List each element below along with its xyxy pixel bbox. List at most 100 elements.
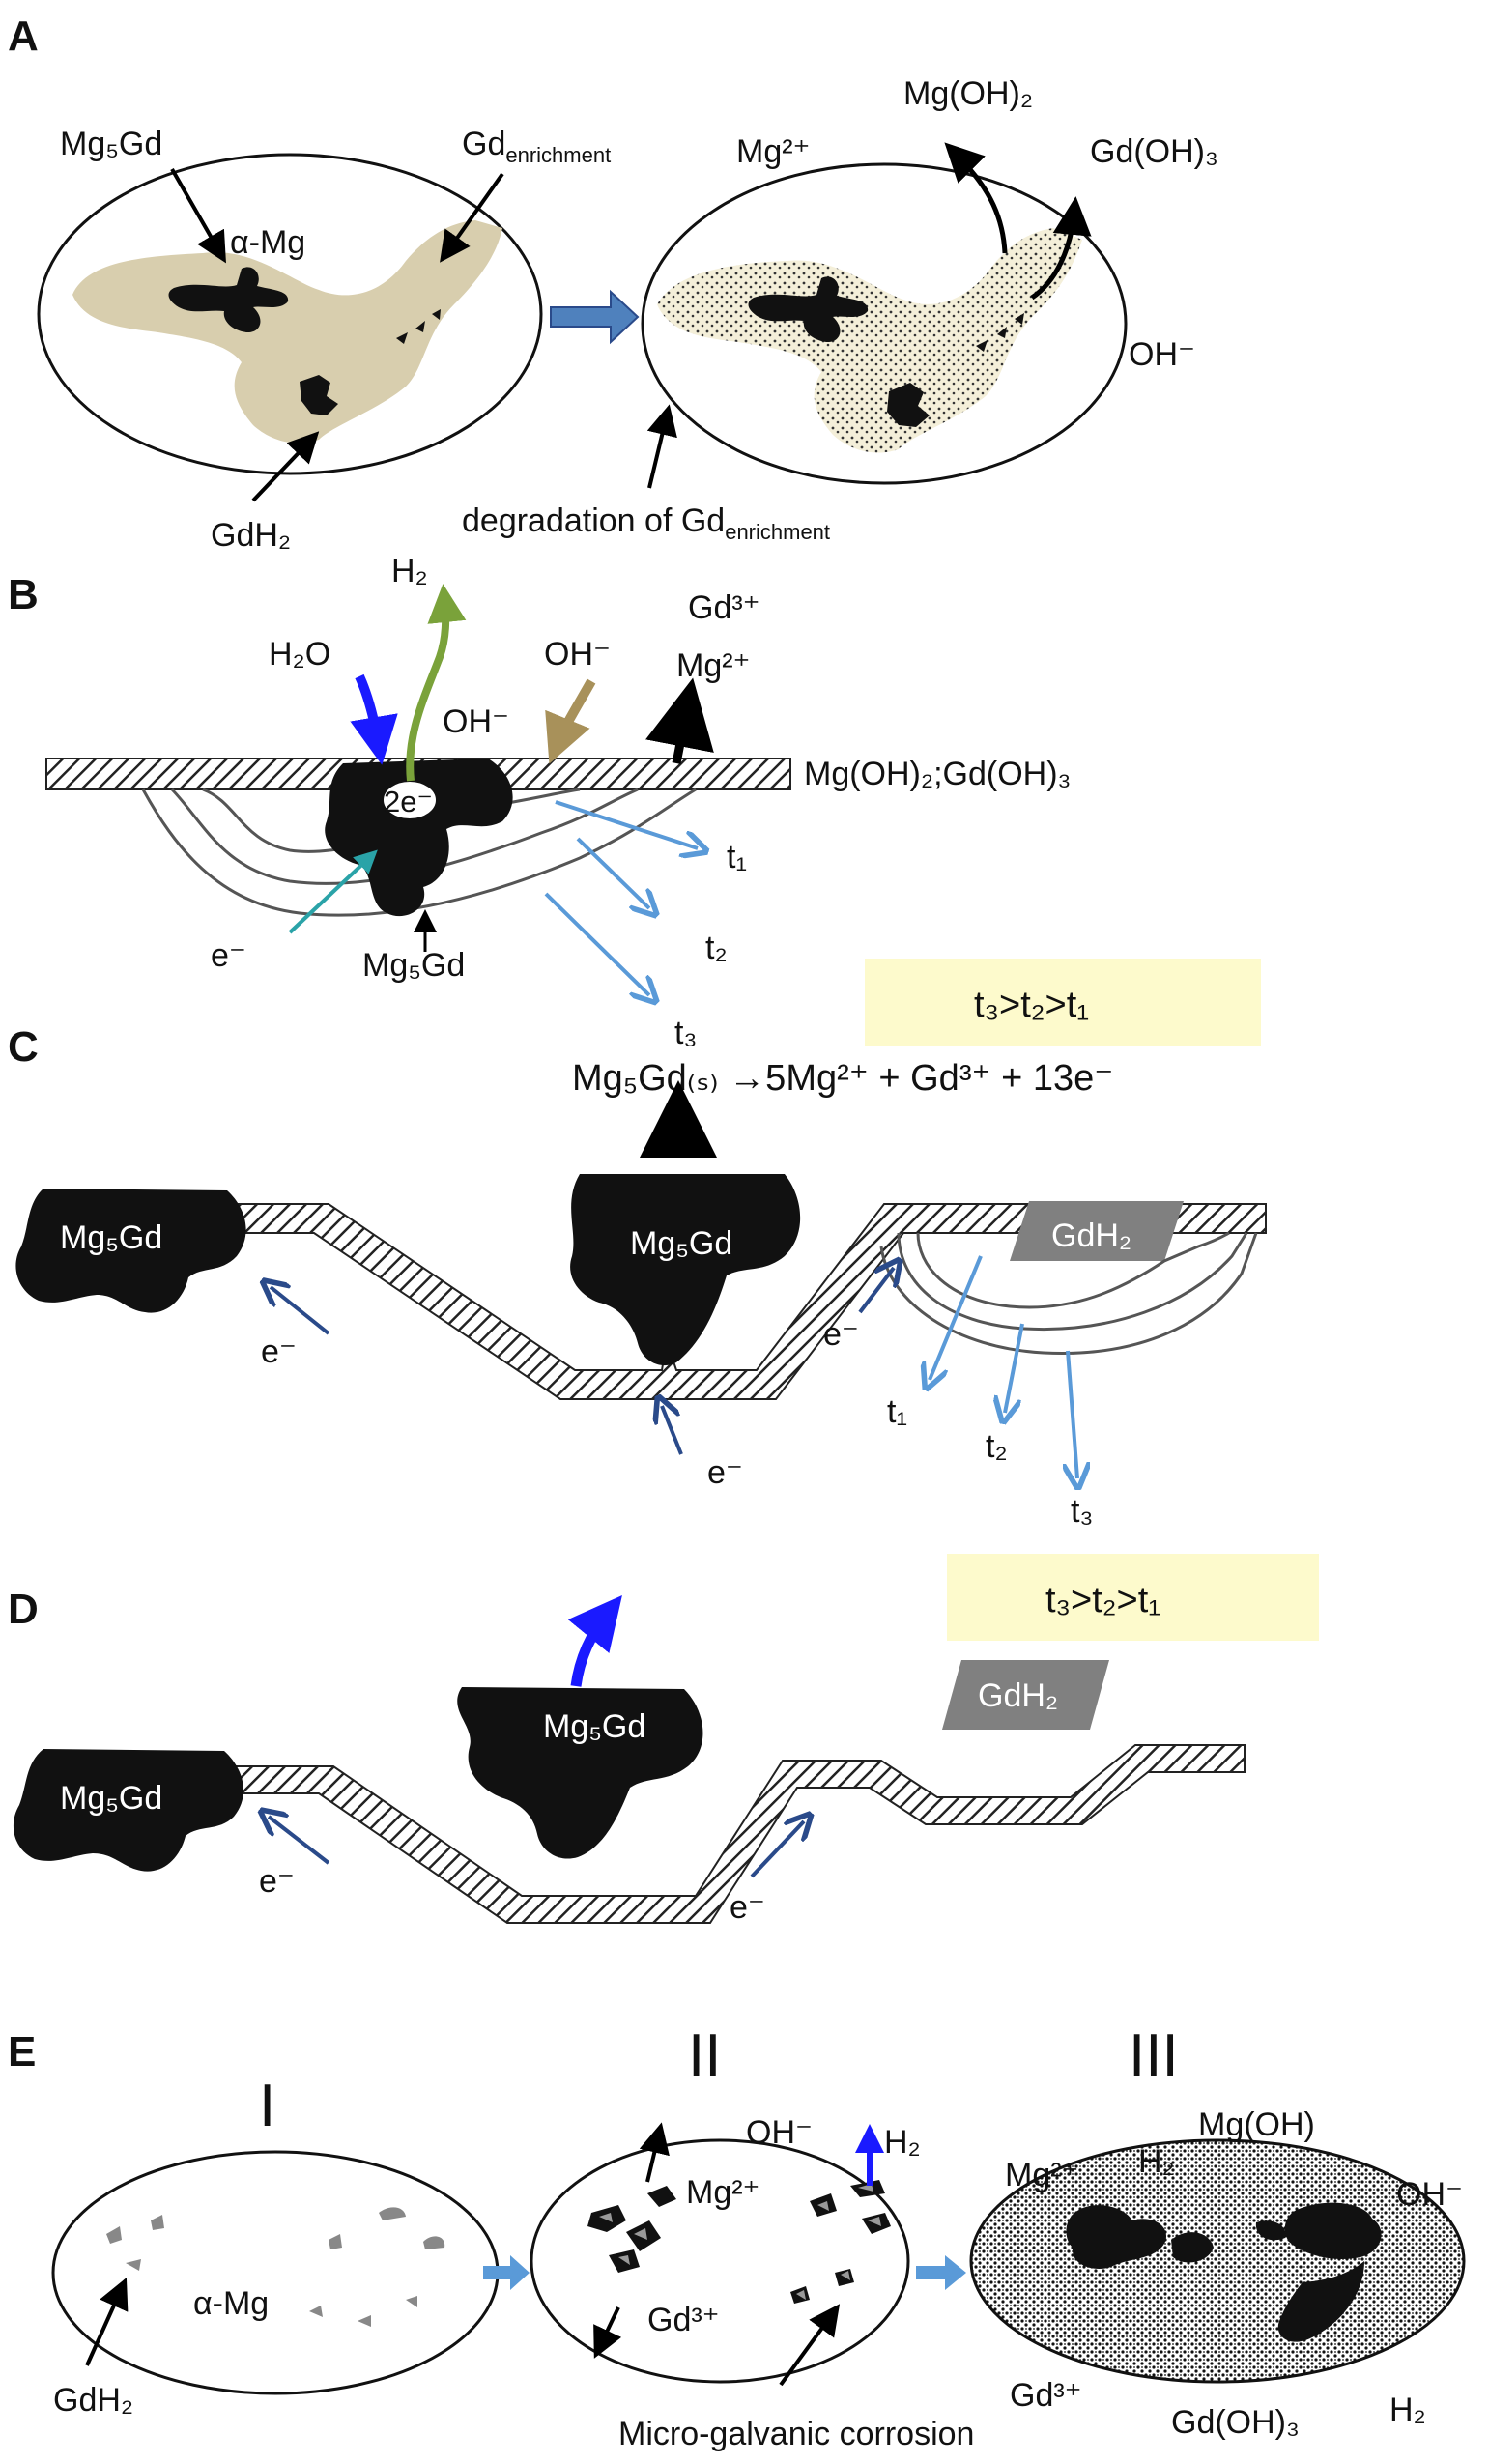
- arrow-e2-oh: [639, 2122, 670, 2183]
- label-e3-h2-bottom: H₂: [1389, 2392, 1426, 2428]
- arrow-c-electron-right: [858, 1268, 894, 1314]
- arrow-d-detach: [567, 1594, 622, 1687]
- label-e-gdh2: GdH₂: [53, 2382, 133, 2419]
- mg5gd-particle-d-center: [457, 1687, 703, 1859]
- gdh2-e1-d: [329, 2234, 342, 2249]
- arrow-e-1-to-2: [483, 2255, 530, 2290]
- gdh2-e1-a: [106, 2226, 122, 2244]
- mg5gd-particle-c-left: [15, 1189, 246, 1313]
- label-e2-mg2plus: Mg²⁺: [686, 2174, 760, 2211]
- order-box-c: [947, 1554, 1319, 1641]
- arrow-c-t2: [1005, 1323, 1024, 1413]
- panel-b: B 2e⁻ H₂ H₂O OH⁻ OH⁻ Gd³⁺ Mg²⁺ Mg(OH)₂;G…: [8, 553, 1261, 1051]
- label-a-gdoh3: Gd(OH)₃: [1090, 133, 1218, 170]
- gdh2-cores-e2: [599, 2184, 881, 2300]
- arrow-a-mgoh2: [944, 142, 1008, 254]
- label-c-mg5gd-left: Mg₅Gd: [60, 1219, 162, 1256]
- corrosion-front-c3: [879, 1232, 1258, 1355]
- gdh2-e1-c: [126, 2259, 141, 2271]
- degraded-region-right: [657, 228, 1082, 453]
- label-a-oh: OH⁻: [1129, 336, 1195, 373]
- gdh2-e1-f: [423, 2236, 445, 2249]
- gdh2-e1-b: [151, 2215, 164, 2230]
- panel-label-e: E: [8, 2028, 36, 2076]
- arrow-e-gdh2: [85, 2278, 129, 2366]
- gdh2-particle-c: [1010, 1201, 1184, 1261]
- label-d-e-left: e⁻: [259, 1863, 295, 1900]
- corrosion-front-c2: [897, 1232, 1248, 1332]
- label-b-t2: t₂: [705, 930, 728, 966]
- arrow-b-t3: [544, 892, 649, 995]
- arrow-c-electron-left: [271, 1287, 330, 1335]
- arrow-c-electron-center: [662, 1406, 683, 1455]
- label-c-t3: t₃: [1071, 1493, 1093, 1530]
- label-c-e-center: e⁻: [707, 1454, 743, 1491]
- label-e3-h2-top: H₂: [1138, 2143, 1175, 2180]
- grain-ellipse-e3: [969, 2138, 1466, 2384]
- label-b-oh-top: OH⁻: [544, 636, 611, 673]
- arrow-b-h2: [406, 584, 467, 782]
- oxide-film-d: [221, 1744, 1246, 1924]
- label-b-mg5gd: Mg₅Gd: [362, 947, 465, 984]
- label-b-film: Mg(OH)₂;Gd(OH)₃: [804, 756, 1071, 792]
- label-c-gdh2: GdH₂: [1051, 1218, 1131, 1254]
- label-e3-gdoh3: Gd(OH)₃: [1171, 2404, 1300, 2441]
- label-e2-gd3plus: Gd³⁺: [647, 2302, 720, 2338]
- label-e3-gd3plus: Gd³⁺: [1010, 2377, 1082, 2414]
- label-c-t2: t₂: [986, 1428, 1008, 1465]
- panel-label-d: D: [8, 1586, 39, 1633]
- gdh2-cluster-left: [300, 375, 338, 415]
- label-e-stage-2: II: [688, 2022, 721, 2089]
- arrow-c-t1: [930, 1255, 983, 1380]
- panel-d: D Mg₅Gd Mg₅Gd GdH₂ e⁻ e⁻: [8, 1586, 1246, 1926]
- label-c-t1: t₁: [887, 1393, 907, 1430]
- gdh2-particle-a1: [396, 332, 408, 344]
- gdh2-particle-a2: [415, 321, 425, 332]
- label-e2-h2: H₂: [884, 2124, 921, 2161]
- panel-a: A Mg₅Gd α-Mg Gdenrichment GdH₂ Mg²⁺ Mg(O…: [8, 13, 1218, 554]
- gd-enrichment-region-left: [72, 220, 502, 444]
- gdh2-e1-i: [406, 2296, 417, 2307]
- arrow-e-2-to-3: [916, 2255, 966, 2290]
- label-a-mg5gd: Mg₅Gd: [60, 126, 162, 162]
- arrow-d-electron-left: [269, 1817, 330, 1865]
- label-a-mgoh2: Mg(OH)₂: [903, 75, 1033, 112]
- label-b-2e: 2e⁻: [384, 785, 433, 818]
- label-e2-micro-galvanic: Micro-galvanic corrosion: [618, 2416, 974, 2452]
- label-b-mg2plus: Mg²⁺: [676, 647, 751, 684]
- arrow-a-gdh2: [251, 431, 320, 502]
- label-c-e-left: e⁻: [261, 1333, 297, 1370]
- gdh2-e1-g: [309, 2306, 323, 2317]
- label-b-gd3plus: Gd³⁺: [688, 589, 760, 626]
- mg5gd-particle-c-center: [570, 1174, 801, 1366]
- label-a-mg2plus: Mg²⁺: [736, 133, 811, 170]
- label-b-order: t₃>t₂>t₁: [974, 985, 1089, 1025]
- gdh2-e1-h: [358, 2315, 371, 2327]
- label-e3-mgoh: Mg(OH): [1198, 2106, 1315, 2143]
- label-b-e: e⁻: [211, 937, 246, 974]
- gdh2-particle-b1: [976, 340, 988, 352]
- arrow-d-electron-right: [750, 1821, 804, 1878]
- label-a-alpha-mg: α-Mg: [230, 224, 305, 261]
- label-c-e-right: e⁻: [823, 1316, 859, 1353]
- arrow-a-mg5gd: [170, 168, 226, 264]
- gdh2-e1-e: [379, 2207, 406, 2220]
- label-c-order: t₃>t₂>t₁: [1045, 1580, 1160, 1620]
- mg5gd-particle-d-left: [13, 1749, 244, 1872]
- arrow-b-t1: [555, 800, 698, 848]
- label-e2-oh: OH⁻: [746, 2114, 813, 2151]
- label-d-mg5gd-left: Mg₅Gd: [60, 1780, 162, 1817]
- corrosion-front-c1: [916, 1231, 1230, 1309]
- label-e-alpha-mg: α-Mg: [193, 2285, 269, 2322]
- panel-label-b: B: [8, 571, 39, 618]
- grain-ellipse-e1: [51, 2150, 500, 2395]
- label-b-t1: t₁: [727, 839, 747, 875]
- label-b-oh-mid: OH⁻: [443, 703, 509, 740]
- gdh2-particle-b2: [997, 327, 1007, 338]
- order-box-b: [865, 959, 1261, 1046]
- mg5gd-particle-left: [168, 267, 289, 333]
- panel-label-a: A: [8, 13, 39, 60]
- arrow-b-h2o: [350, 673, 398, 765]
- arrow-c-t3: [1068, 1350, 1077, 1478]
